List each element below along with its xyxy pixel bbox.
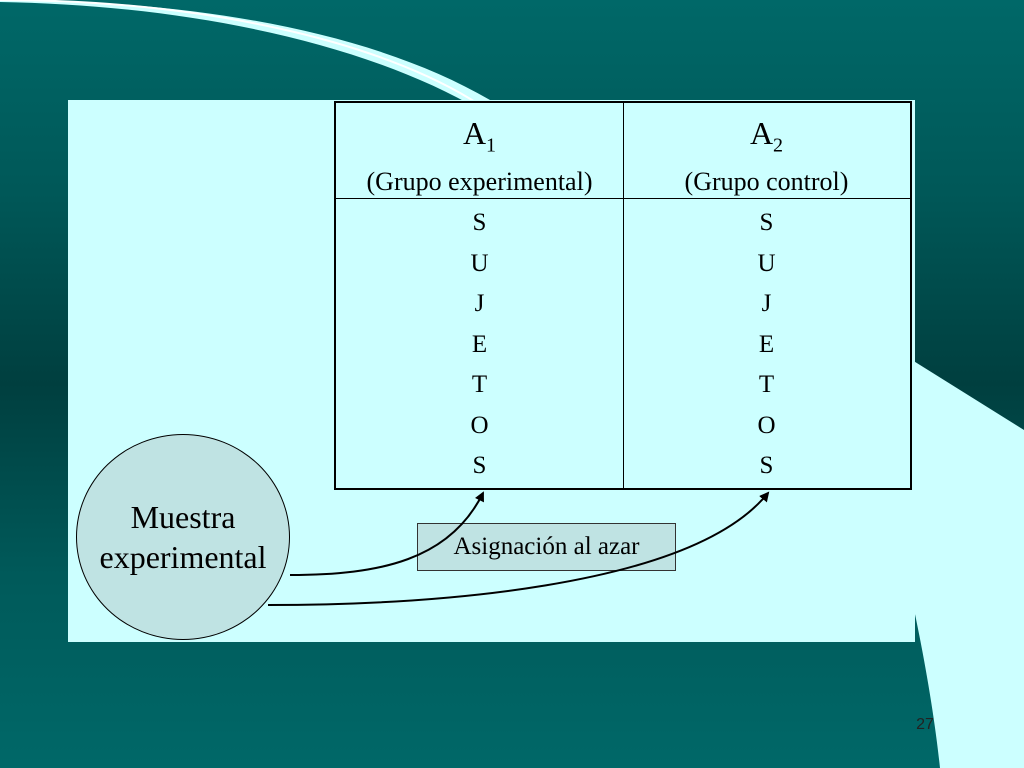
subject-letter: T: [471, 371, 488, 398]
subjects-list-control: S U J E T O S: [623, 199, 910, 487]
subject-letter: S: [472, 452, 487, 479]
groups-table: A1 (Grupo experimental) S U J E T O S A2…: [334, 101, 912, 490]
column-header-experimental: A1 (Grupo experimental): [336, 103, 623, 199]
subject-letter: J: [761, 290, 772, 317]
subject-letter: O: [470, 411, 489, 439]
random-assignment-box: Asignación al azar: [417, 523, 676, 571]
top-curve-line: [0, 0, 481, 106]
slide-number: 27: [916, 716, 934, 733]
column-control: A2 (Grupo control) S U J E T O S: [623, 103, 910, 488]
sample-label-line2: experimental: [99, 539, 267, 575]
sample-circle: Muestra experimental: [76, 434, 290, 640]
subject-letter: O: [757, 411, 776, 439]
subject-letter: U: [757, 249, 776, 277]
top-curve-light: [0, 0, 490, 110]
group-caption-experimental: (Grupo experimental): [366, 167, 593, 197]
subjects-list-experimental: S U J E T O S: [336, 199, 623, 487]
subject-letter: S: [472, 209, 487, 236]
subject-letter: S: [759, 209, 774, 236]
subject-letter: J: [474, 290, 485, 317]
group-label-a1: A1: [462, 115, 497, 157]
group-caption-control: (Grupo control): [684, 167, 849, 197]
sample-label: Muestra experimental: [99, 497, 266, 577]
subject-letter: E: [758, 330, 775, 358]
subject-letter: E: [471, 330, 488, 358]
column-experimental: A1 (Grupo experimental) S U J E T O S: [336, 103, 624, 488]
subject-letter: U: [470, 249, 489, 277]
right-light-band: [912, 360, 1024, 768]
sample-label-line1: Muestra: [130, 499, 236, 535]
subject-letter: S: [759, 452, 774, 479]
group-label-a2: A2: [749, 115, 784, 157]
column-header-control: A2 (Grupo control): [623, 103, 910, 199]
subject-letter: T: [758, 371, 775, 398]
